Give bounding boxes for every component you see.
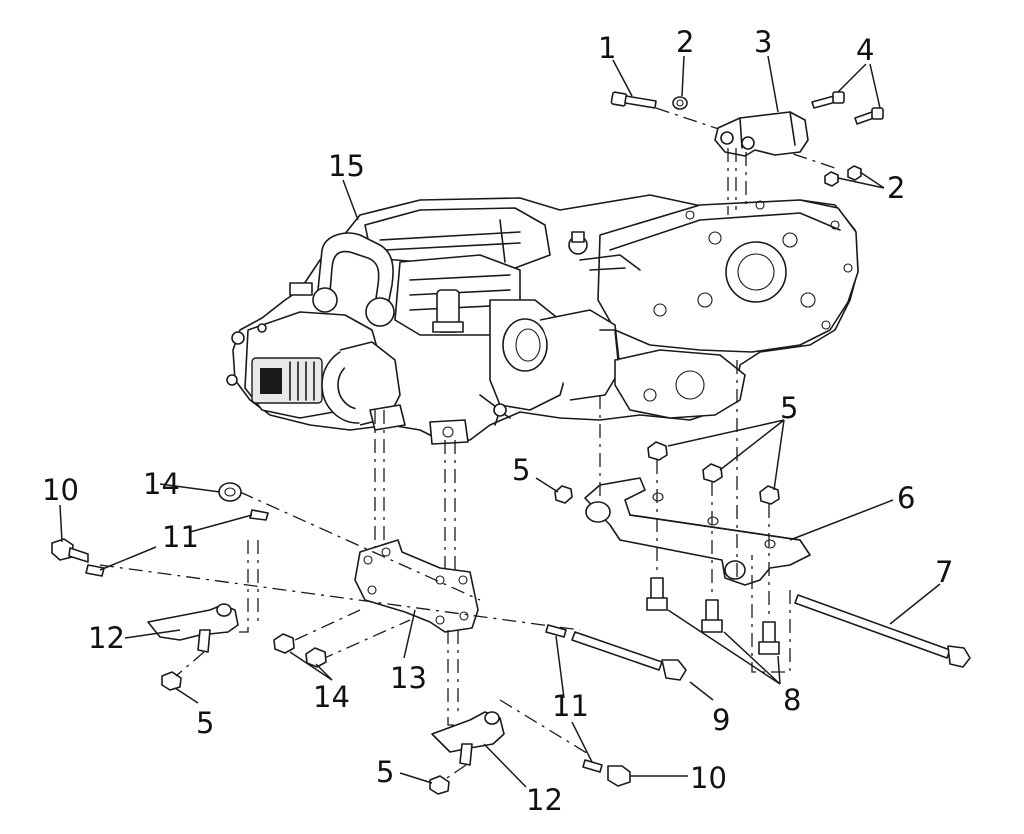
bolts-8	[646, 577, 780, 655]
sleeve-11-upper	[249, 509, 269, 521]
mount-bracket-3	[714, 111, 809, 157]
callout-1: 1	[598, 31, 616, 65]
bolt-10-left	[51, 538, 89, 563]
nuts-5-top	[647, 441, 780, 505]
bolt-10-right	[607, 765, 631, 787]
callout-2-right: 2	[887, 171, 905, 205]
callout-5-lower-left: 5	[196, 706, 214, 740]
callout-8: 8	[783, 683, 801, 717]
axis-line-rail-lower	[99, 564, 581, 631]
nuts-14-lower	[273, 633, 327, 668]
callout-11-right: 11	[552, 689, 589, 723]
callout-4: 4	[856, 33, 874, 67]
washer-2-top	[672, 96, 688, 110]
mount-plate-13	[354, 539, 479, 633]
callout-15: 15	[328, 149, 365, 183]
axis-line-nut-5-left	[175, 651, 205, 677]
bolt-9	[571, 631, 687, 681]
callout-9: 9	[712, 703, 730, 737]
support-bracket-6	[584, 477, 811, 586]
bracket-12-right	[431, 711, 505, 766]
callout-5-left: 5	[512, 453, 530, 487]
engine-assembly	[226, 194, 859, 445]
axis-line-right-mount	[447, 630, 458, 726]
axis-line-nut-14	[294, 609, 361, 641]
callout-10-right: 10	[690, 761, 727, 795]
sleeve-11-right	[545, 624, 567, 638]
callout-6: 6	[897, 481, 915, 515]
callout-12-right: 12	[526, 783, 563, 817]
axis-line-bolt-10b	[499, 699, 591, 756]
callout-7: 7	[935, 555, 953, 589]
sleeve-11-bottom	[582, 759, 603, 773]
callout-14-upper: 14	[143, 467, 180, 501]
callout-10-left: 10	[42, 473, 79, 507]
nuts-2-right	[824, 165, 862, 187]
nut-5-left-lower	[161, 671, 182, 691]
washer-14-upper	[218, 482, 242, 502]
axis-line-left-mount	[238, 540, 249, 633]
callout-13: 13	[390, 661, 427, 695]
axis-line-nut-14b	[319, 619, 411, 661]
bolt-1	[610, 91, 657, 109]
axis-line-nut-5-bottom	[443, 764, 467, 781]
bolts-4	[811, 91, 884, 125]
callout-14-lower: 14	[313, 680, 350, 714]
callout-11-left: 11	[162, 520, 199, 554]
callout-5-bottom: 5	[376, 755, 394, 789]
nut-5-left	[554, 485, 573, 504]
leader-lines	[59, 55, 941, 788]
bolt-7	[794, 594, 971, 668]
callout-2-top: 2	[676, 25, 694, 59]
sleeve-11-left	[85, 564, 105, 577]
callout-12-left: 12	[88, 621, 125, 655]
callout-5-cluster: 5	[780, 391, 798, 425]
nut-5-bottom	[429, 775, 450, 795]
bracket-12-left	[147, 603, 239, 653]
axis-line-bolt-7	[751, 555, 791, 673]
callout-3: 3	[754, 25, 772, 59]
